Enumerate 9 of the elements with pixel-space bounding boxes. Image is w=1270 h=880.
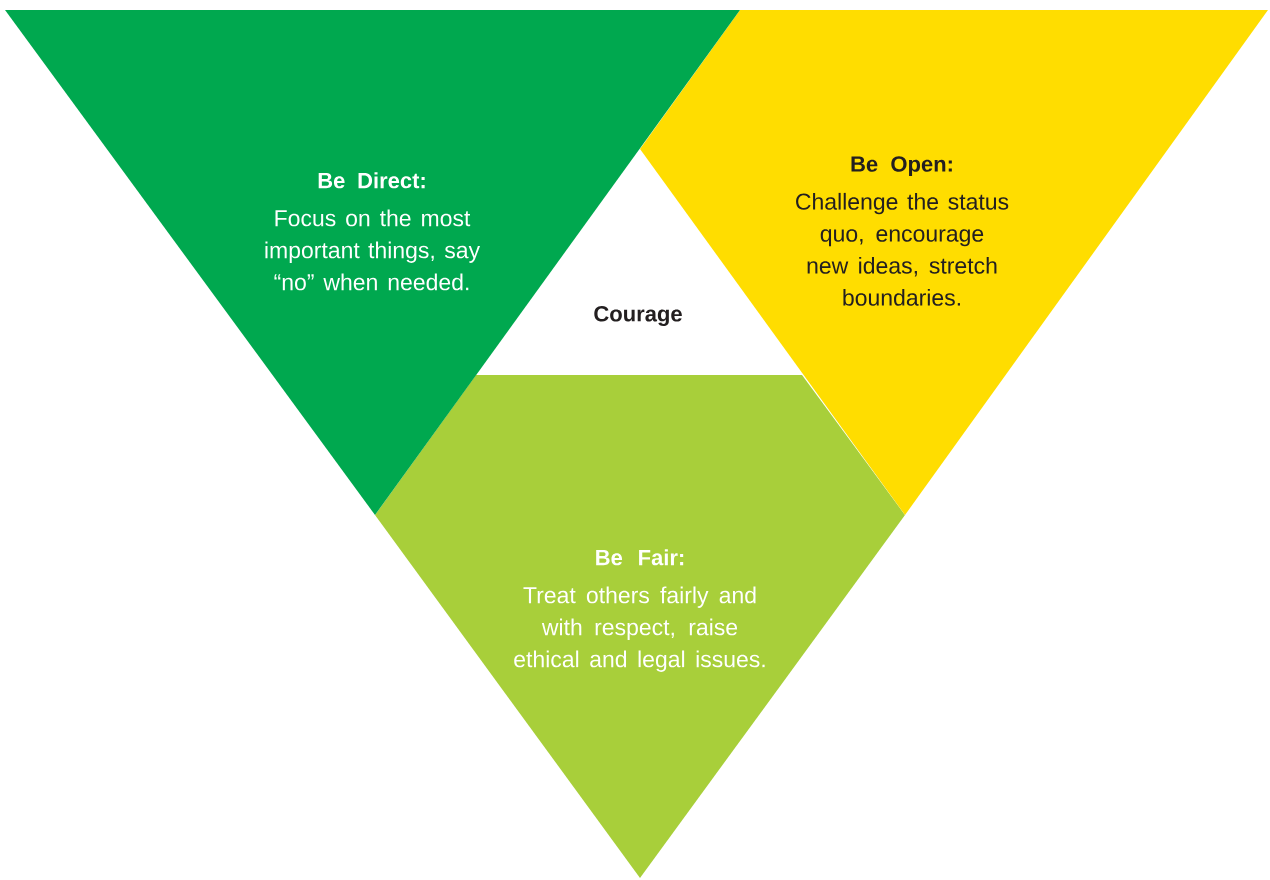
heading: Be Direct:	[318, 172, 425, 189]
body-text: Treat others fairly and with respect, raise ethical and legal issues.	[514, 586, 765, 672]
body-text: Focus on the most important things, say “no” when needed.	[265, 209, 481, 291]
body-text: Challenge the status quo, encourage new ideas, stretch boundaries.	[796, 192, 1009, 306]
heading: Be Fair:	[596, 549, 684, 566]
triangle-panel	[375, 375, 905, 878]
triangle-panel	[5, 10, 740, 515]
center-label: Courage	[594, 306, 682, 326]
heading: Be Open:	[851, 156, 952, 177]
